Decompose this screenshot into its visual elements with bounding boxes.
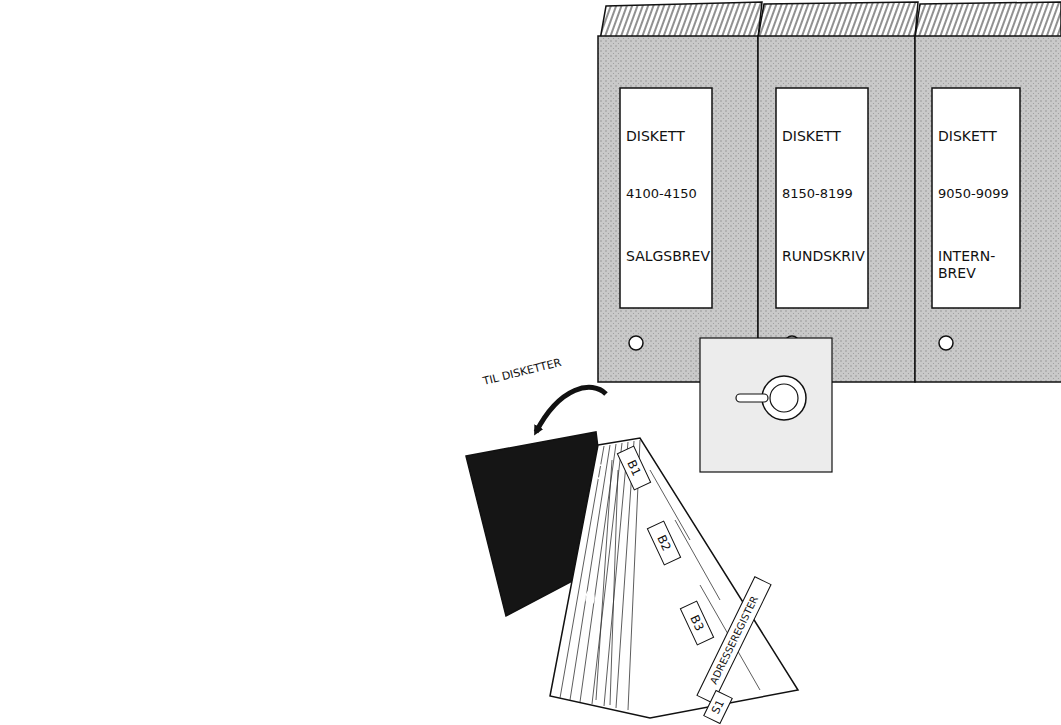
label-text: SALGSBREV (620, 248, 712, 265)
binder-3 (915, 2, 1061, 382)
floppy-disk (700, 338, 832, 472)
binder-1 (598, 2, 762, 382)
binder-label: DISKETT 8150-8199RUNDSKRIV (776, 88, 868, 308)
label-text: DISKETT (620, 128, 712, 145)
label-text: INTERN- BREV (932, 248, 1020, 282)
label-text: DISKETT (776, 128, 868, 145)
insert-arrow (536, 387, 606, 432)
number-range: 4100-4150 (620, 186, 712, 202)
open-binder (466, 432, 798, 724)
binder-label: DISKETT 9050-9099INTERN- BREV (932, 88, 1020, 308)
label-text: DISKETT (932, 128, 1020, 145)
arrow-label: TIL DISKETTER (481, 356, 562, 388)
binder-label: DISKETT 4100-4150SALGSBREV (620, 88, 712, 308)
binder-2 (758, 2, 918, 382)
number-range: 9050-9099 (932, 186, 1020, 202)
label-text: RUNDSKRIV (776, 248, 868, 265)
number-range: 8150-8199 (776, 186, 868, 202)
